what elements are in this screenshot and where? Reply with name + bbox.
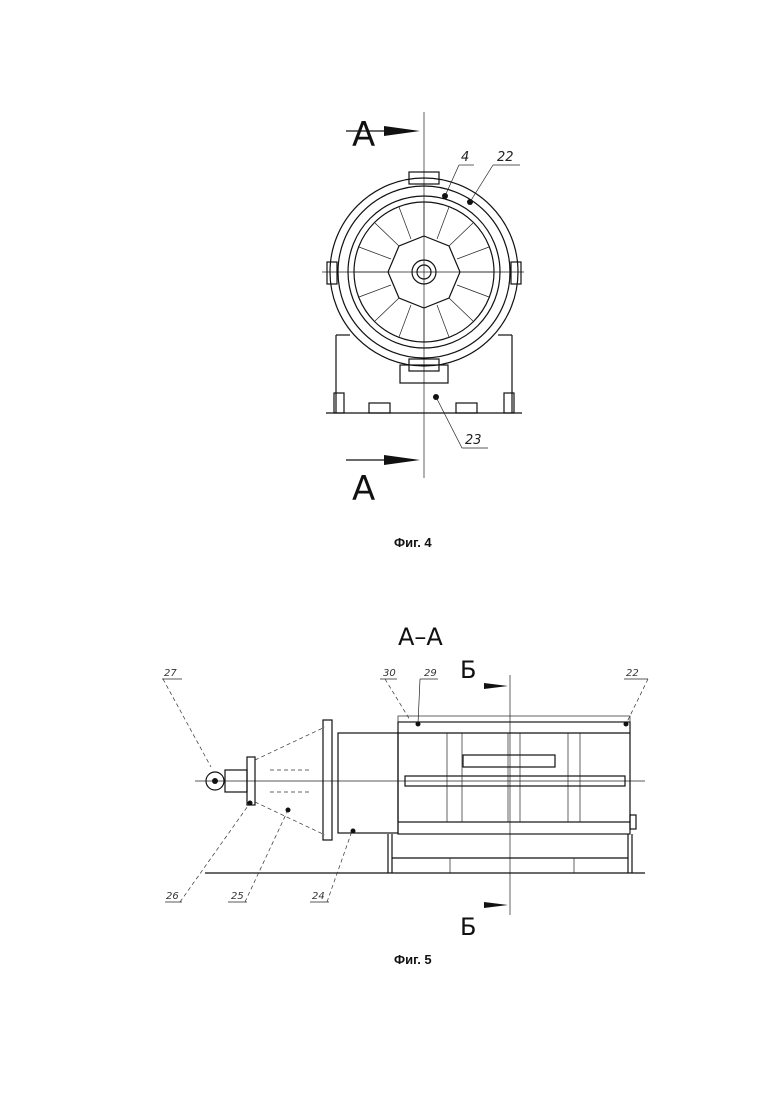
main-drum: [398, 716, 636, 834]
section-mark-a-bottom: А: [352, 469, 375, 509]
section-arrow-b-bottom: [484, 902, 508, 908]
section-arrow-bottom: [346, 455, 420, 465]
figure-5-caption: Фиг. 5: [394, 952, 432, 967]
intermediate-cylinder: [338, 733, 398, 833]
ref-label-25: 25: [231, 891, 244, 902]
flange: [323, 720, 332, 840]
leader-lines-fig5: [162, 679, 648, 902]
ref-label-23: 23: [465, 433, 482, 448]
ref-label-29: 29: [424, 668, 437, 679]
ref-label-26: 26: [166, 891, 179, 902]
ref-label-22: 22: [497, 150, 514, 165]
ref-label-22: 22: [626, 668, 639, 679]
ref-label-24: 24: [312, 891, 325, 902]
section-title-a-a: А–А: [398, 623, 443, 651]
section-mark-a-top: А: [352, 115, 375, 155]
figure-4-front-view: А А: [322, 112, 524, 550]
ref-label-30: 30: [383, 668, 396, 679]
section-arrow-b-top: [484, 683, 508, 689]
ref-label-4: 4: [461, 150, 469, 165]
figure-4-caption: Фиг. 4: [394, 535, 432, 550]
section-mark-b-top: Б: [460, 656, 476, 684]
section-mark-b-bottom: Б: [460, 913, 476, 941]
figure-5-section-view: А–А Б Б: [162, 623, 648, 967]
ref-label-27: 27: [164, 668, 177, 679]
